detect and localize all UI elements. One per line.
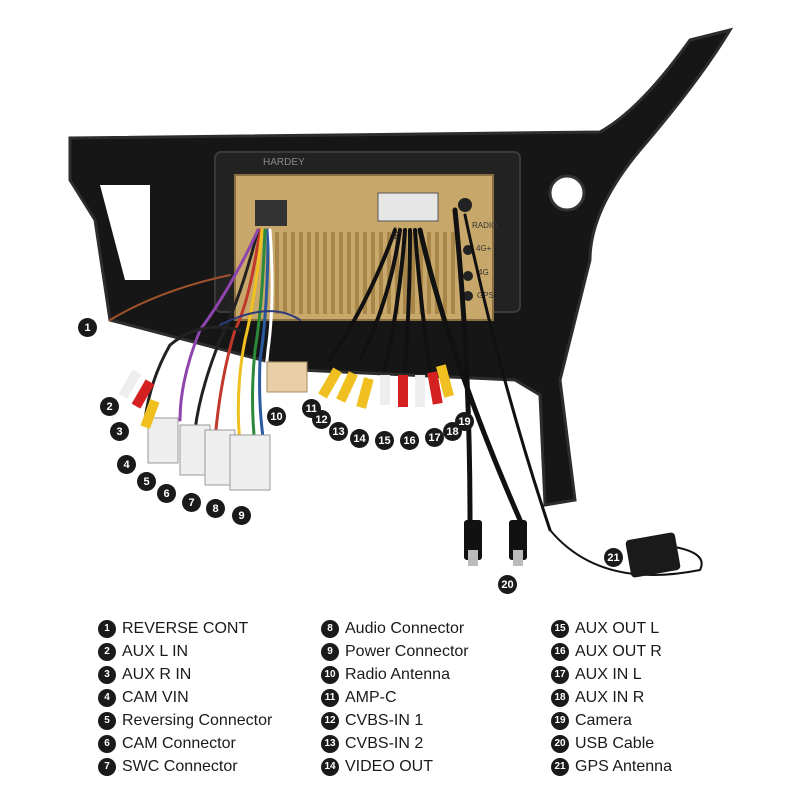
wire-harness: [109, 207, 703, 576]
port-label-4g-plus: 4G+: [476, 244, 492, 253]
heatsink-fins: [275, 232, 455, 314]
callout-5: 5: [137, 472, 156, 491]
callout-20: 20: [498, 575, 517, 594]
callout-2: 2: [100, 397, 119, 416]
callout-15: 15: [375, 431, 394, 450]
callout-1: 1: [78, 318, 97, 337]
port-label-4g: 4G: [478, 268, 489, 277]
callout-19: 19: [455, 412, 474, 431]
callout-6: 6: [157, 484, 176, 503]
callout-16: 16: [400, 431, 419, 450]
port-label-gps: GPS: [477, 291, 494, 300]
callout-4: 4: [117, 455, 136, 474]
callout-7: 7: [182, 493, 201, 512]
callout-10: 10: [267, 407, 286, 426]
callout-12: 12: [312, 410, 331, 429]
gps-antenna-puck: [625, 532, 681, 578]
callout-3: 3: [110, 422, 129, 441]
callout-13: 13: [329, 422, 348, 441]
antenna-connector: [266, 361, 308, 393]
callout-21: 21: [604, 548, 623, 567]
mount-hole: [548, 174, 586, 212]
callout-14: 14: [350, 429, 369, 448]
port-label-radio: RADIO: [472, 221, 497, 230]
brand-text: HARDEY: [263, 157, 305, 168]
callout-8: 8: [206, 499, 225, 518]
wiring-diagram-photo: HARDEY RADIO 4G+ 4G GPS RC: [68, 27, 734, 594]
callout-9: 9: [232, 506, 251, 525]
vent-left: [100, 185, 150, 280]
head-unit-illustration: HARDEY RADIO 4G+ 4G GPS RC: [68, 27, 734, 578]
callout-17: 17: [425, 428, 444, 447]
